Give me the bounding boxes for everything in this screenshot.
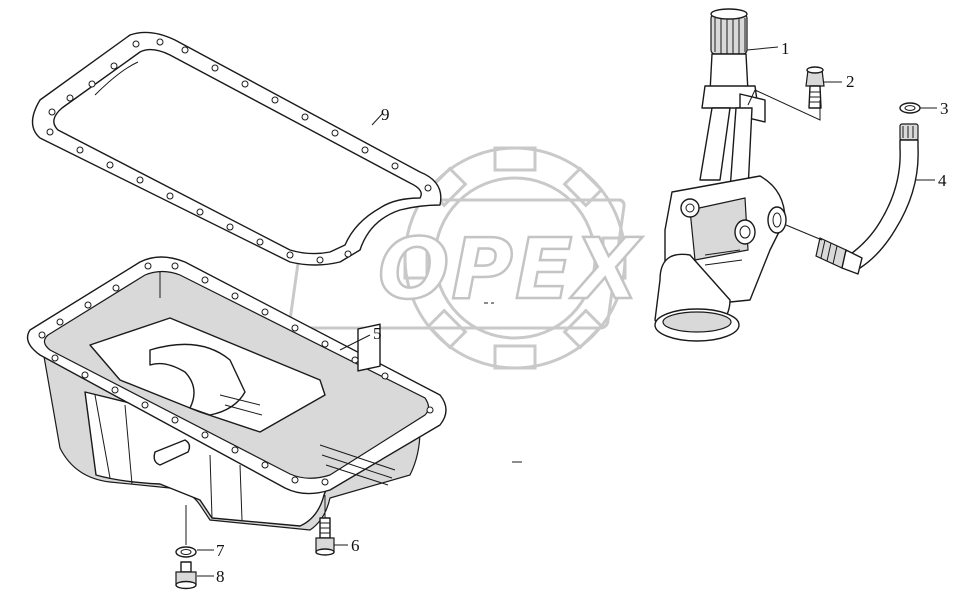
pan-bolt	[315, 517, 335, 556]
pump-mounting-bolt	[805, 66, 825, 109]
pan-flange-holes	[38, 262, 434, 486]
callout-2: 2	[846, 72, 855, 91]
callout-4: 4	[938, 171, 947, 190]
tube-fitting-bottom	[815, 237, 847, 269]
callout-6: 6	[351, 536, 360, 555]
watermark-text: OPEX	[378, 220, 643, 318]
sealing-washer	[899, 102, 921, 114]
callout-3: 3	[940, 99, 949, 118]
drain-plug	[175, 561, 197, 590]
oil-pump	[654, 8, 787, 342]
leader-lines	[159, 46, 937, 577]
watermark-gear	[403, 146, 627, 370]
oil-pan	[26, 256, 447, 531]
callout-8: 8	[216, 567, 225, 586]
gasket-bolt-holes	[46, 38, 432, 264]
oil-delivery-tube	[815, 123, 919, 275]
drain-plug-washer	[175, 546, 197, 558]
callout-labels: 1 2 3 4 5 6 7 8 9	[216, 39, 949, 586]
callout-7: 7	[216, 541, 225, 560]
callout-1: 1	[781, 39, 790, 58]
pump-drive-gear	[710, 13, 748, 55]
callout-5: 5	[373, 324, 382, 343]
callout-9: 9	[381, 105, 390, 124]
oil-pan-gasket	[31, 31, 442, 266]
